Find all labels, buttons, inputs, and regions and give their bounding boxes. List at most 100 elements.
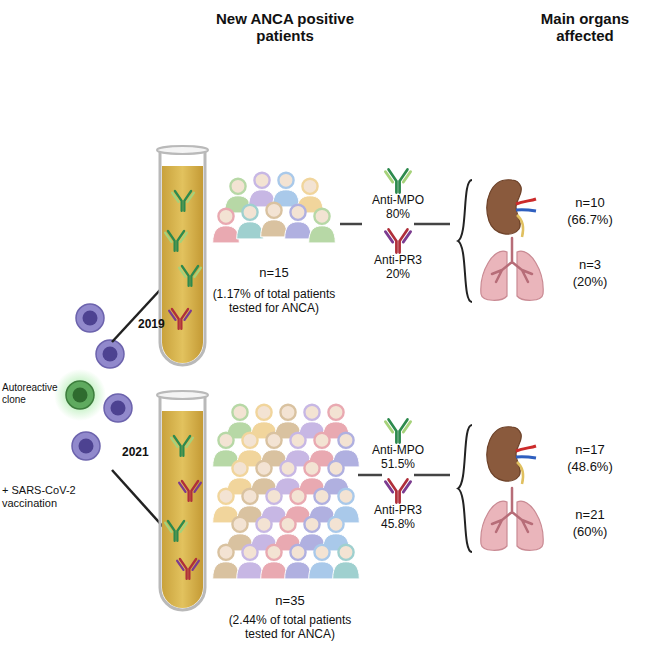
crowd — [213, 405, 360, 579]
trachea — [492, 488, 532, 532]
person-head — [218, 433, 233, 448]
autoreactive-cell — [66, 381, 94, 409]
person-figure — [333, 545, 360, 579]
year-label: 2019 — [138, 318, 178, 332]
antibody-light — [172, 193, 194, 202]
lung-lobe — [481, 251, 507, 300]
person-head — [278, 173, 293, 188]
person-head — [314, 209, 329, 224]
person-head — [304, 461, 319, 476]
antibody-symbol — [385, 480, 410, 503]
tube-liquid — [162, 411, 203, 608]
kidney-artery — [516, 446, 536, 451]
kidney-vein — [516, 210, 536, 211]
person-head — [254, 173, 269, 188]
kidney-icon — [487, 427, 536, 484]
person-head — [256, 405, 271, 420]
person-head — [338, 545, 353, 560]
person-head — [290, 545, 305, 560]
person-body — [237, 562, 264, 579]
person-head — [232, 405, 247, 420]
person-body — [285, 222, 312, 239]
lung-icon — [481, 238, 543, 300]
antibody-label: Anti-PR3 — [365, 504, 431, 518]
percent-label: (20%) — [555, 275, 625, 290]
person-head — [328, 517, 343, 532]
person-head — [242, 489, 257, 504]
connector-dash — [340, 223, 362, 226]
person-head — [230, 179, 245, 194]
test-tube — [157, 146, 208, 365]
person-body — [309, 226, 336, 243]
person-body — [285, 562, 312, 579]
cell-nucleus — [111, 401, 126, 416]
antibody-label: Anti-MPO — [365, 444, 431, 458]
person-head — [290, 205, 305, 220]
column-heading: Main organs affected — [525, 10, 645, 45]
person-head — [218, 545, 233, 560]
antibody-symbol — [179, 266, 201, 286]
time-line — [112, 290, 160, 342]
count-label: n=10 — [555, 196, 625, 211]
tube-rim — [157, 146, 208, 154]
person-figure — [237, 545, 264, 579]
antibody-light — [177, 561, 199, 570]
b-cell — [72, 432, 100, 460]
lung-lobe — [481, 501, 507, 550]
cell-nucleus — [83, 311, 98, 326]
percent-label: (60%) — [555, 525, 625, 540]
percent-label: (66.7%) — [555, 213, 625, 228]
person-body — [237, 222, 264, 239]
tube-liquid — [162, 166, 203, 363]
person-figure — [285, 205, 312, 239]
person-head — [280, 517, 295, 532]
person-head — [232, 517, 247, 532]
person-figure — [261, 545, 288, 579]
person-body — [261, 562, 288, 579]
percent-note: (2.44% of total patients tested for ANCA… — [220, 614, 360, 642]
person-head — [256, 461, 271, 476]
percent-label: (48.6%) — [555, 460, 625, 475]
antibody-label: Anti-MPO — [365, 194, 431, 208]
person-body — [333, 562, 360, 579]
person-head — [314, 489, 329, 504]
antibody-light — [169, 311, 191, 320]
percent-label: 80% — [365, 208, 431, 222]
person-figure — [285, 545, 312, 579]
ureter — [517, 462, 523, 484]
person-head — [290, 433, 305, 448]
test-tube — [157, 391, 208, 610]
kidney-shape — [487, 180, 521, 234]
count-label: n=21 — [555, 508, 625, 523]
person-head — [338, 433, 353, 448]
person-head — [218, 209, 233, 224]
bracket — [458, 180, 472, 302]
antibody-symbol — [385, 170, 410, 193]
person-head — [302, 179, 317, 194]
lung-lobe — [517, 501, 543, 550]
person-head — [242, 545, 257, 560]
person-head — [314, 545, 329, 560]
connector-dash — [414, 223, 450, 226]
person-head — [266, 203, 281, 218]
person-head — [328, 461, 343, 476]
cell-cluster — [54, 304, 132, 460]
person-body — [213, 562, 240, 579]
percent-label: 45.8% — [365, 518, 431, 532]
cell-nucleus — [103, 347, 118, 362]
antibody-label: Anti-PR3 — [365, 254, 431, 268]
b-cell — [96, 340, 124, 368]
person-body — [261, 220, 288, 237]
connector-dash — [358, 474, 382, 477]
cell-glow — [54, 369, 106, 421]
ureter — [517, 215, 523, 237]
tube-glass — [160, 150, 205, 365]
person-head — [280, 461, 295, 476]
person-head — [266, 489, 281, 504]
antibody-symbol — [385, 230, 410, 253]
person-head — [290, 489, 305, 504]
person-head — [242, 433, 257, 448]
bracket — [458, 425, 472, 552]
tube-glass — [160, 395, 205, 610]
